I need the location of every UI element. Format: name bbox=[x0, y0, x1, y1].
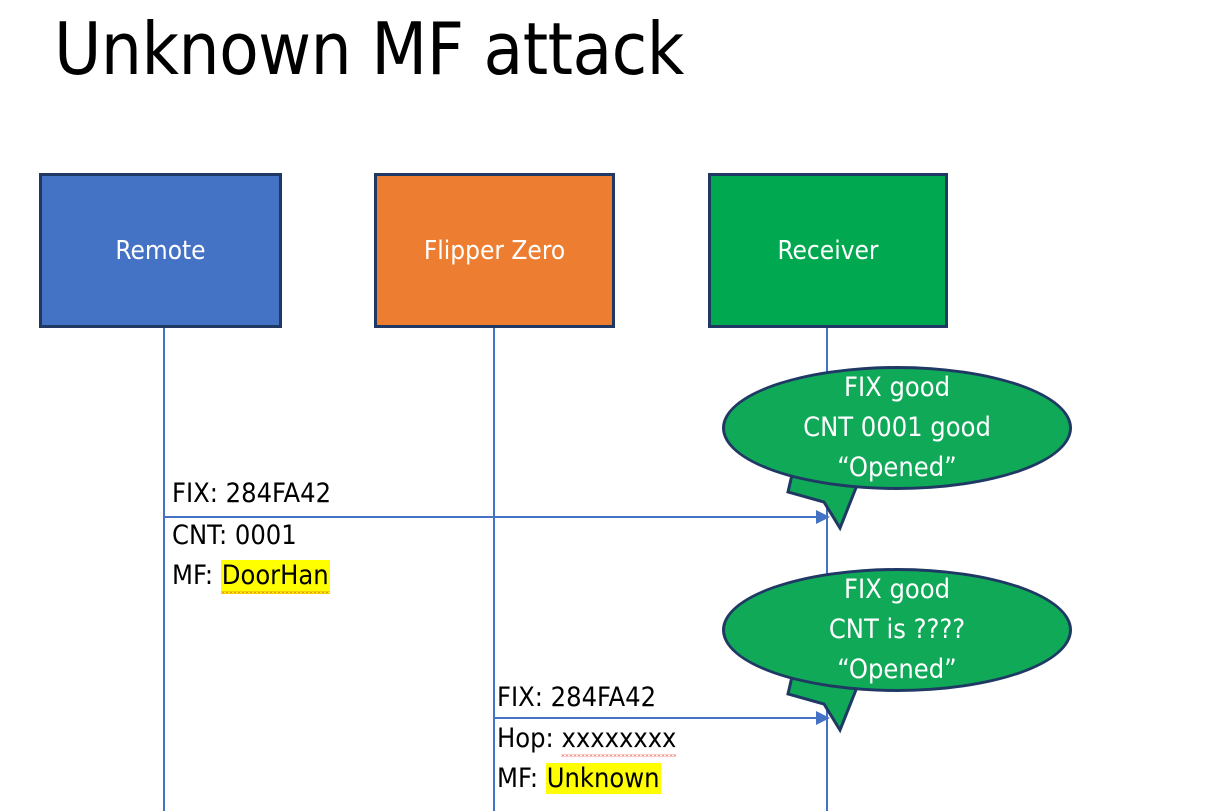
message-1-mf-prefix: MF: bbox=[172, 560, 221, 591]
callout-1-line-3: “Opened” bbox=[837, 452, 957, 483]
actor-box-flipper[interactable]: Flipper Zero bbox=[374, 173, 615, 328]
callout-2-line-3: “Opened” bbox=[837, 654, 957, 685]
message-2-line-hop: Hop: xxxxxxxx bbox=[497, 719, 677, 759]
lifeline-flipper bbox=[493, 328, 495, 811]
callout-bubble-2: FIX good CNT is ???? “Opened” bbox=[722, 568, 1072, 692]
message-2-line-fix: FIX: 284FA42 bbox=[497, 682, 657, 713]
callout-2-line-1: FIX good bbox=[843, 574, 951, 605]
page-title: Unknown MF attack bbox=[54, 7, 684, 91]
message-1-mf-value: DoorHan bbox=[221, 560, 330, 594]
lifeline-remote bbox=[163, 328, 165, 811]
message-1-line-mf: MF: DoorHan bbox=[172, 556, 330, 596]
message-2-mf-value: Unknown bbox=[545, 763, 661, 794]
lifeline-receiver bbox=[826, 328, 828, 811]
message-2-mf-prefix: MF: bbox=[497, 763, 546, 794]
message-2-line-mf: MF: Unknown bbox=[497, 759, 661, 799]
callout-bubble-1: FIX good CNT 0001 good “Opened” bbox=[722, 366, 1072, 490]
message-2-hop-value: xxxxxxxx bbox=[561, 723, 677, 757]
message-arrow-remote-to-receiver bbox=[164, 510, 830, 524]
actor-box-remote[interactable]: Remote bbox=[39, 173, 282, 328]
message-2-hop-prefix: Hop: bbox=[497, 723, 562, 754]
message-arrow-flipper-to-receiver bbox=[494, 711, 830, 725]
callout-2-line-2: CNT is ???? bbox=[828, 614, 966, 645]
actor-label-receiver: Receiver bbox=[777, 235, 879, 266]
actor-box-receiver[interactable]: Receiver bbox=[708, 173, 948, 328]
message-1-line-fix: FIX: 284FA42 bbox=[172, 478, 332, 509]
callout-1-line-2: CNT 0001 good bbox=[803, 412, 991, 443]
message-1-line-cnt: CNT: 0001 bbox=[172, 520, 297, 551]
callout-1-line-1: FIX good bbox=[843, 372, 951, 403]
actor-label-flipper: Flipper Zero bbox=[423, 235, 566, 266]
actor-label-remote: Remote bbox=[115, 235, 206, 266]
